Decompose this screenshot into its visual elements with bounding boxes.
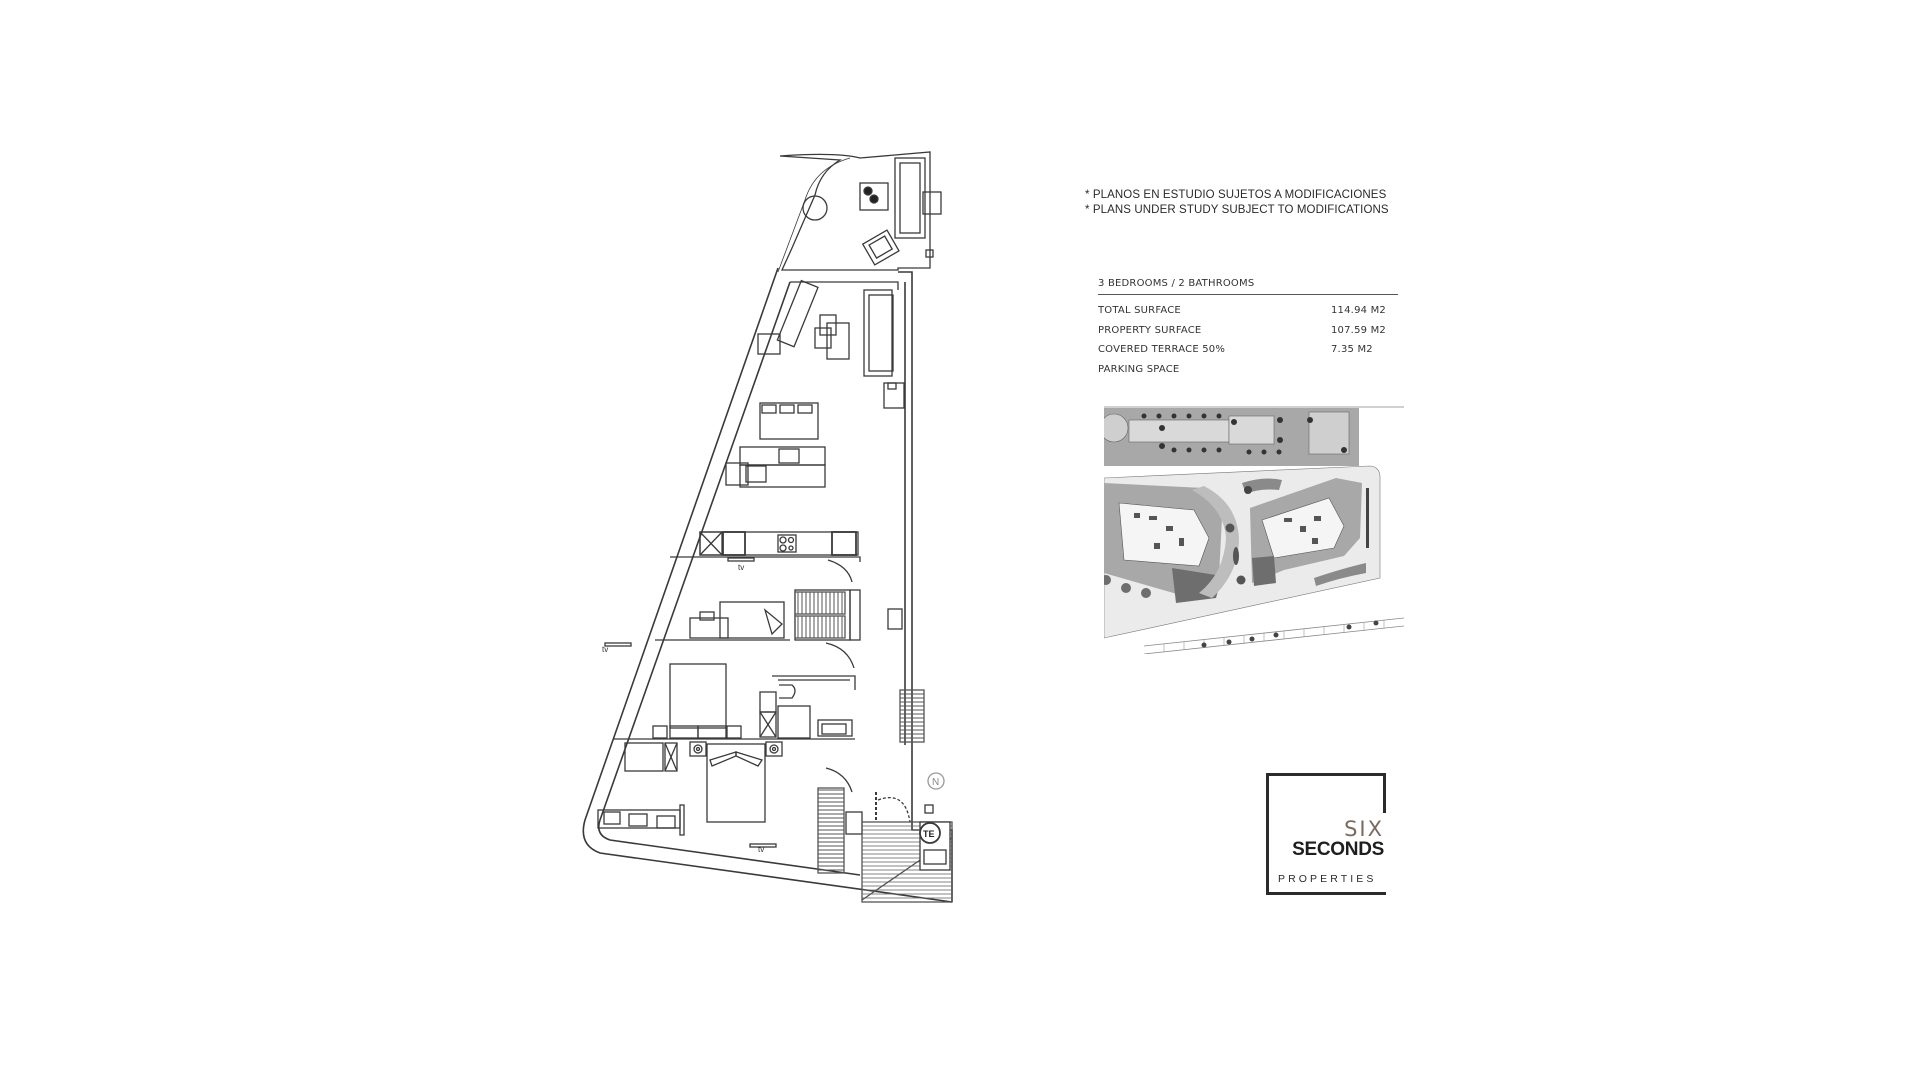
logo-frame	[1266, 892, 1386, 895]
spec-label: PROPERTY SURFACE	[1098, 324, 1202, 336]
spec-row-total-surface: TOTAL SURFACE 114.94 M2	[1098, 301, 1398, 321]
bedroom-2	[613, 663, 855, 740]
svg-text:tv: tv	[758, 845, 764, 854]
kitchen-island	[725, 446, 826, 488]
spec-row-property-surface: PROPERTY SURFACE 107.59 M2	[1098, 321, 1398, 341]
note-spanish: * PLANOS EN ESTUDIO SUJETOS A MODIFICACI…	[1085, 189, 1387, 201]
spec-label: COVERED TERRACE 50%	[1098, 344, 1226, 356]
svg-text:tv: tv	[738, 563, 744, 572]
disclaimer-notes: * PLANOS EN ESTUDIO SUJETOS A MODIFICACI…	[1085, 188, 1389, 218]
tv-label: tv	[602, 645, 608, 654]
living-room	[757, 279, 905, 440]
kitchen-counter	[670, 531, 861, 583]
spec-value: 114.94 M2	[1331, 305, 1386, 317]
spec-value: 107.59 M2	[1331, 324, 1386, 336]
electric-panel-label: TE	[923, 829, 935, 839]
entrance-area	[817, 787, 953, 903]
master-bedroom	[597, 741, 853, 848]
north-indicator: N	[932, 777, 939, 788]
spec-row-covered-terrace: COVERED TERRACE 50% 7.35 M2	[1098, 340, 1398, 360]
six-seconds-properties-logo: SIX SECONDS PROPERTIES	[1266, 773, 1386, 895]
note-english: * PLANS UNDER STUDY SUBJECT TO MODIFICAT…	[1085, 204, 1389, 216]
spec-label: TOTAL SURFACE	[1098, 305, 1181, 317]
logo-frame	[1266, 773, 1386, 776]
apartment-floor-plan: tv tv tv TE N	[582, 151, 953, 903]
exterior-walls	[582, 267, 953, 903]
spec-row-parking-space: PARKING SPACE	[1098, 360, 1398, 380]
bedroom-3	[604, 589, 861, 669]
logo-seconds: SECONDS	[1292, 839, 1384, 860]
terrace	[777, 151, 942, 273]
logo-six: SIX	[1344, 817, 1384, 841]
spec-label: PARKING SPACE	[1098, 363, 1180, 375]
site-plan-map	[1104, 406, 1404, 654]
logo-properties: PROPERTIES	[1278, 873, 1377, 885]
specs-heading: 3 BEDROOMS / 2 BATHROOMS	[1098, 278, 1398, 295]
property-specs: 3 BEDROOMS / 2 BATHROOMS TOTAL SURFACE 1…	[1098, 278, 1398, 379]
spec-value: 7.35 M2	[1331, 344, 1373, 356]
logo-frame	[1266, 773, 1269, 895]
bathroom-1	[759, 675, 856, 739]
logo-frame	[1383, 773, 1386, 813]
